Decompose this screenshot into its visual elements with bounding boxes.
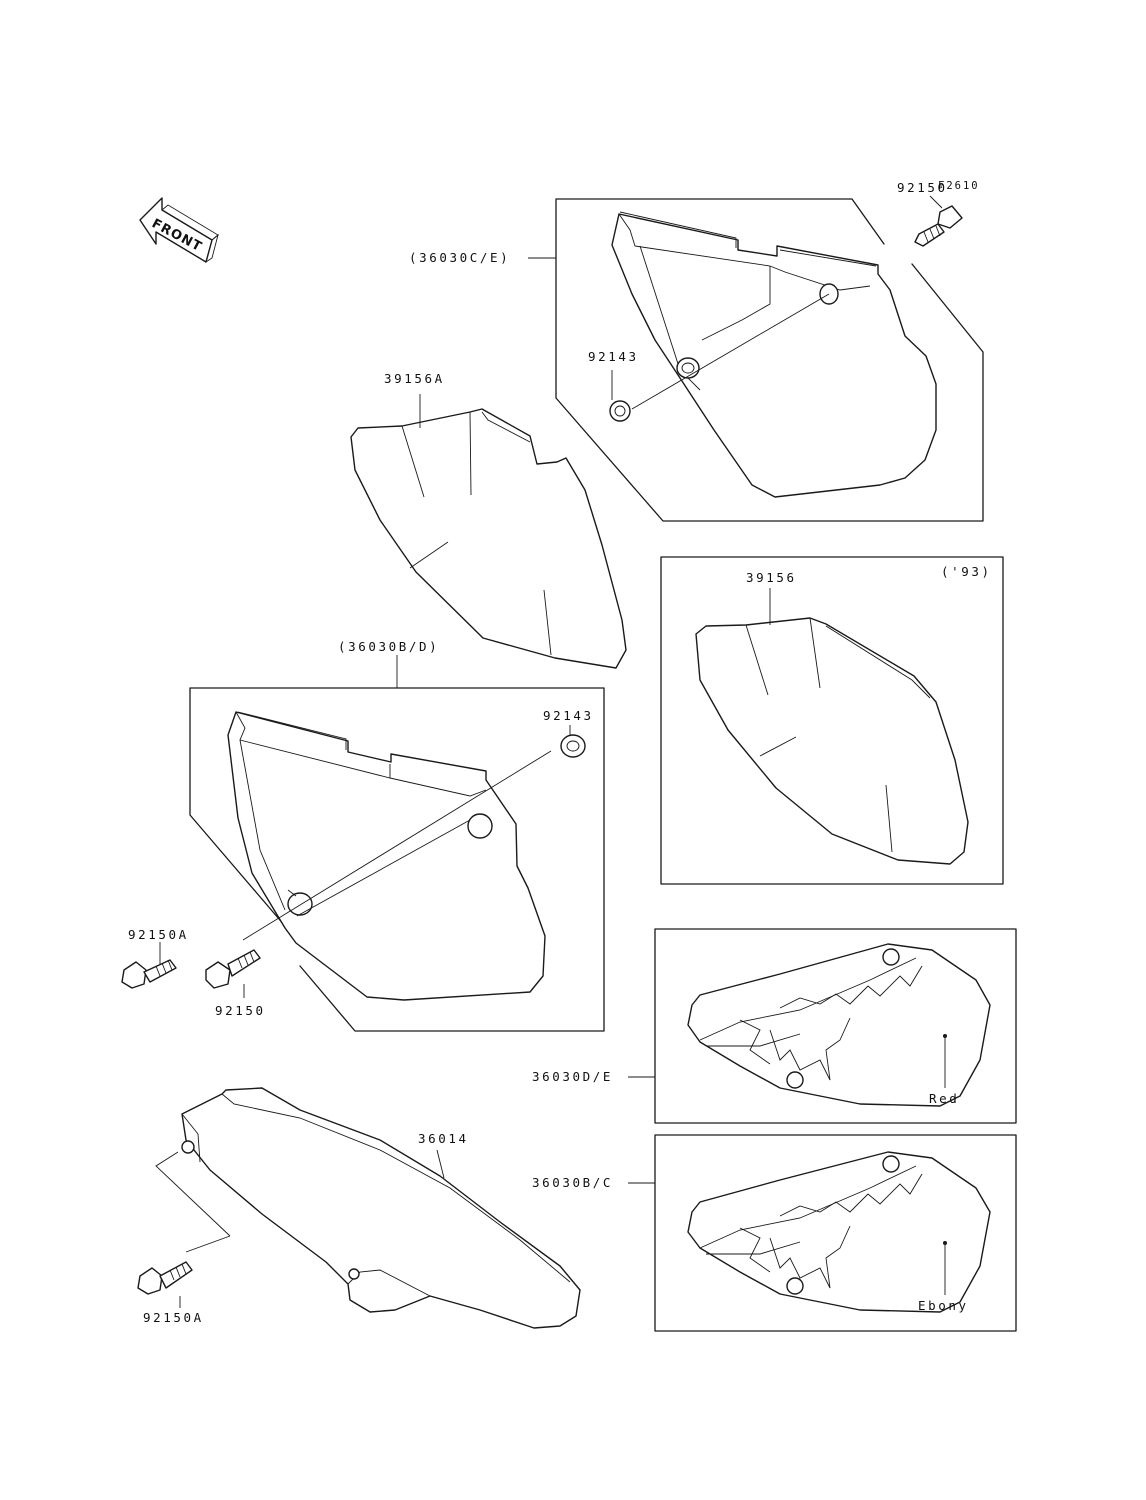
label-39156: 39156 xyxy=(746,570,797,585)
right-decal-39156-box: 39156 ('93) xyxy=(660,556,1004,885)
upper-right-cover-assembly: (36030C/E) 92150 92143 xyxy=(409,180,984,522)
lower-bolt-icon xyxy=(205,949,261,989)
chain-guard-bolt-icon xyxy=(137,1261,193,1295)
label-36014: 36014 xyxy=(418,1131,469,1146)
label-39156a: 39156A xyxy=(384,371,445,386)
label-36030b-d: (36030B/D) xyxy=(338,639,439,654)
side-cover-ebony-box: 36030B/C Ebony xyxy=(532,1134,1017,1332)
side-cover-red-box: 36030D/E Red xyxy=(532,928,1017,1124)
label-92143-lower: 92143 xyxy=(543,708,594,723)
label-year-93: ('93) xyxy=(941,564,992,579)
label-36030d-e: 36030D/E xyxy=(532,1069,613,1084)
label-36030b-c: 36030B/C xyxy=(532,1175,613,1190)
diagram-reference: F2610 xyxy=(938,180,980,192)
label-92150a-lower: 92150A xyxy=(128,927,189,942)
lower-left-cover-assembly: (36030B/D) 92143 92150A 92150 xyxy=(121,639,605,1032)
chain-guard-36014: 36014 92150A xyxy=(137,1087,581,1329)
upper-bolt-icon xyxy=(914,205,963,247)
label-red: Red xyxy=(929,1091,959,1106)
label-ebony: Ebony xyxy=(918,1298,969,1313)
label-92143-upper: 92143 xyxy=(588,349,639,364)
front-arrow-icon: FRONT xyxy=(139,197,219,264)
label-36030c-e: (36030C/E) xyxy=(409,250,510,265)
lower-bolt-a-icon xyxy=(121,959,177,989)
label-92150-lower: 92150 xyxy=(215,1003,266,1018)
label-92150-upper: 92150 xyxy=(897,180,948,195)
label-92150a-chain: 92150A xyxy=(143,1310,204,1325)
left-decal-39156a: 39156A xyxy=(350,371,627,669)
